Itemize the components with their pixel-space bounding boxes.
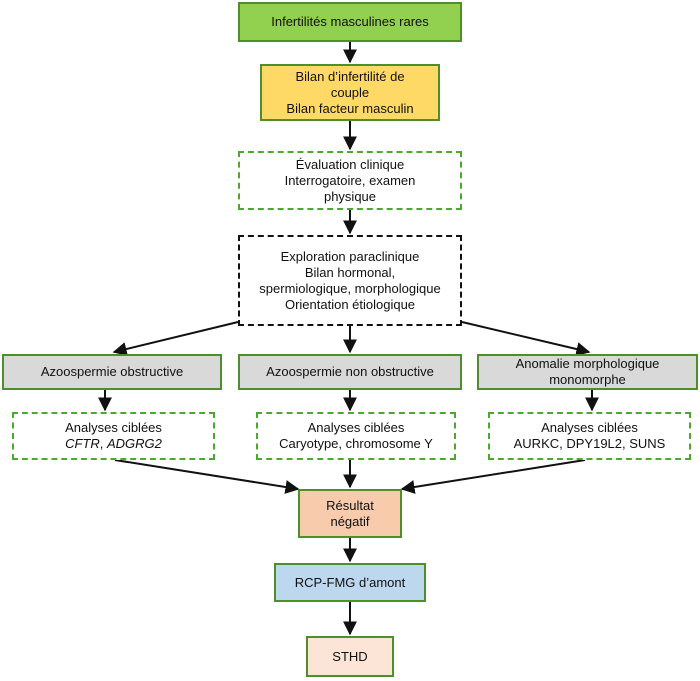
node-infertilites-masculines-rares: Infertilités masculines rares <box>238 2 462 42</box>
node-anomalie-morphologique: Anomalie morphologique monomorphe <box>477 354 698 390</box>
node-resultat-negatif: Résultat négatif <box>298 489 402 538</box>
gene-name: CFTR <box>65 436 100 451</box>
node-azoospermie-obstructive: Azoospermie obstructive <box>2 354 222 390</box>
node-text: Orientation étiologique <box>284 296 416 312</box>
node-text: spermiologique, morphologique <box>259 280 441 296</box>
node-analyses-ciblees-cftr: Analyses ciblées CFTR, ADGRG2 <box>12 412 215 460</box>
gene-list: CFTR, ADGRG2 <box>65 436 162 451</box>
node-sthd: STHD <box>306 636 394 677</box>
node-bilan-infertilite: Bilan d’infertilité de couple Bilan fact… <box>260 64 440 121</box>
node-text: physique <box>323 188 377 204</box>
node-text: Caryotype, chromosome Y <box>279 436 433 451</box>
node-text: Bilan d’infertilité de <box>295 68 405 84</box>
arrow-analyses-1-to-resultat <box>114 459 300 494</box>
node-text: Analyses ciblées <box>541 420 638 435</box>
node-text: Analyses ciblées <box>307 420 405 435</box>
node-text: Interrogatoire, examen <box>284 172 416 188</box>
node-rcp-fmg-amont: RCP-FMG d’amont <box>274 563 426 602</box>
node-analyses-ciblees-aurkc: Analyses ciblées AURKC, DPY19L2, SUNS <box>488 412 691 460</box>
gene-name: ADGRG2 <box>107 436 162 451</box>
arrow-exploration-to-azoo-obs <box>112 321 239 356</box>
node-text: couple <box>330 84 370 100</box>
node-text: RCP-FMG d’amont <box>294 574 406 590</box>
node-text: Analyses ciblées <box>65 420 162 435</box>
node-exploration-paraclinique: Exploration paraclinique Bilan hormonal,… <box>238 235 462 326</box>
node-text: monomorphe <box>549 372 626 387</box>
arrow-analyses-3-to-resultat <box>400 459 586 494</box>
node-text: négatif <box>330 513 370 529</box>
node-text: Résultat <box>326 497 374 513</box>
arrow-exploration-to-anomalie <box>461 321 591 356</box>
node-text: Exploration paraclinique <box>280 248 420 264</box>
node-evaluation-clinique: Évaluation clinique Interrogatoire, exam… <box>238 151 462 210</box>
node-text: Azoospermie obstructive <box>40 364 184 379</box>
node-text: Anomalie morphologique <box>515 356 660 371</box>
node-text: Bilan hormonal, <box>304 264 396 280</box>
node-text: Évaluation clinique <box>295 156 405 172</box>
node-azoospermie-non-obstructive: Azoospermie non obstructive <box>238 354 462 390</box>
node-analyses-ciblees-caryotype: Analyses ciblées Caryotype, chromosome Y <box>256 412 456 460</box>
node-text: AURKC, DPY19L2, SUNS <box>513 436 666 451</box>
node-text: STHD <box>332 648 368 664</box>
node-text: Infertilités masculines rares <box>271 14 429 29</box>
node-text: Bilan facteur masculin <box>286 100 414 116</box>
node-text: Azoospermie non obstructive <box>266 364 434 379</box>
